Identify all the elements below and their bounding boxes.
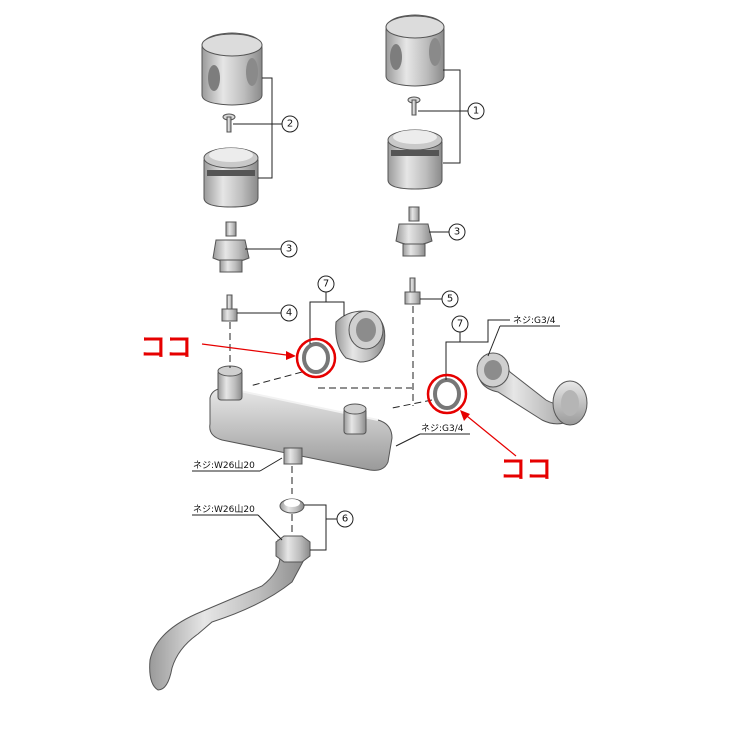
left-cartridge bbox=[212, 221, 250, 273]
spout-pipe bbox=[149, 535, 311, 691]
right-spindle-screw bbox=[404, 277, 421, 305]
callout-6-label: 6 bbox=[342, 514, 348, 525]
callout-5-label: 5 bbox=[447, 294, 453, 305]
spout-packing bbox=[279, 498, 305, 514]
highlight-left: ココ bbox=[140, 333, 337, 379]
callout-7-left: 7 bbox=[317, 275, 335, 293]
right-handle-screw bbox=[407, 96, 421, 116]
right-handle-cap bbox=[385, 14, 445, 87]
callout-1-label: 1 bbox=[473, 106, 479, 117]
left-spindle-screw bbox=[221, 294, 238, 322]
callout-4-label: 4 bbox=[286, 308, 292, 319]
left-elbow-fitting bbox=[335, 310, 386, 363]
highlight-left-ring bbox=[295, 337, 337, 379]
right-handle-base bbox=[387, 129, 443, 190]
callout-3-right-label: 3 bbox=[454, 227, 460, 238]
callout-6: 6 bbox=[336, 510, 354, 528]
callout-3-left-label: 3 bbox=[286, 244, 292, 255]
thread-label-body-g34: ネジ:G3/4 bbox=[421, 423, 464, 434]
thread-label-body-w26: ネジ:W26山20 bbox=[193, 460, 255, 471]
callout-5: 5 bbox=[441, 290, 459, 308]
callout-2: 2 bbox=[281, 115, 299, 133]
thread-label-spout-w26: ネジ:W26山20 bbox=[193, 504, 255, 515]
left-handle-base bbox=[203, 147, 259, 208]
highlight-left-label: ココ bbox=[140, 333, 192, 363]
highlight-right-label: ココ bbox=[500, 455, 552, 485]
right-packing-ring bbox=[433, 378, 461, 410]
right-elbow-pipe bbox=[476, 352, 588, 426]
callout-2-label: 2 bbox=[287, 119, 293, 130]
highlight-right: ココ bbox=[426, 373, 552, 485]
callout-1: 1 bbox=[467, 102, 485, 120]
callout-3-right: 3 bbox=[448, 223, 466, 241]
left-handle-cap bbox=[201, 32, 263, 106]
callout-3-left: 3 bbox=[280, 240, 298, 258]
callout-7-right-label: 7 bbox=[457, 319, 463, 330]
thread-label-elbow-g34: ネジ:G3/4 bbox=[513, 315, 556, 326]
callout-7-right: 7 bbox=[451, 315, 469, 333]
left-handle-screw bbox=[222, 113, 236, 133]
left-packing-ring bbox=[302, 342, 330, 374]
faucet-body bbox=[209, 365, 393, 471]
highlight-right-ring bbox=[426, 373, 468, 415]
right-cartridge bbox=[395, 206, 433, 257]
assembly-guide-lines bbox=[229, 306, 433, 536]
leader-lines bbox=[192, 69, 560, 551]
callout-4: 4 bbox=[280, 304, 298, 322]
callout-7-left-label: 7 bbox=[323, 279, 329, 290]
